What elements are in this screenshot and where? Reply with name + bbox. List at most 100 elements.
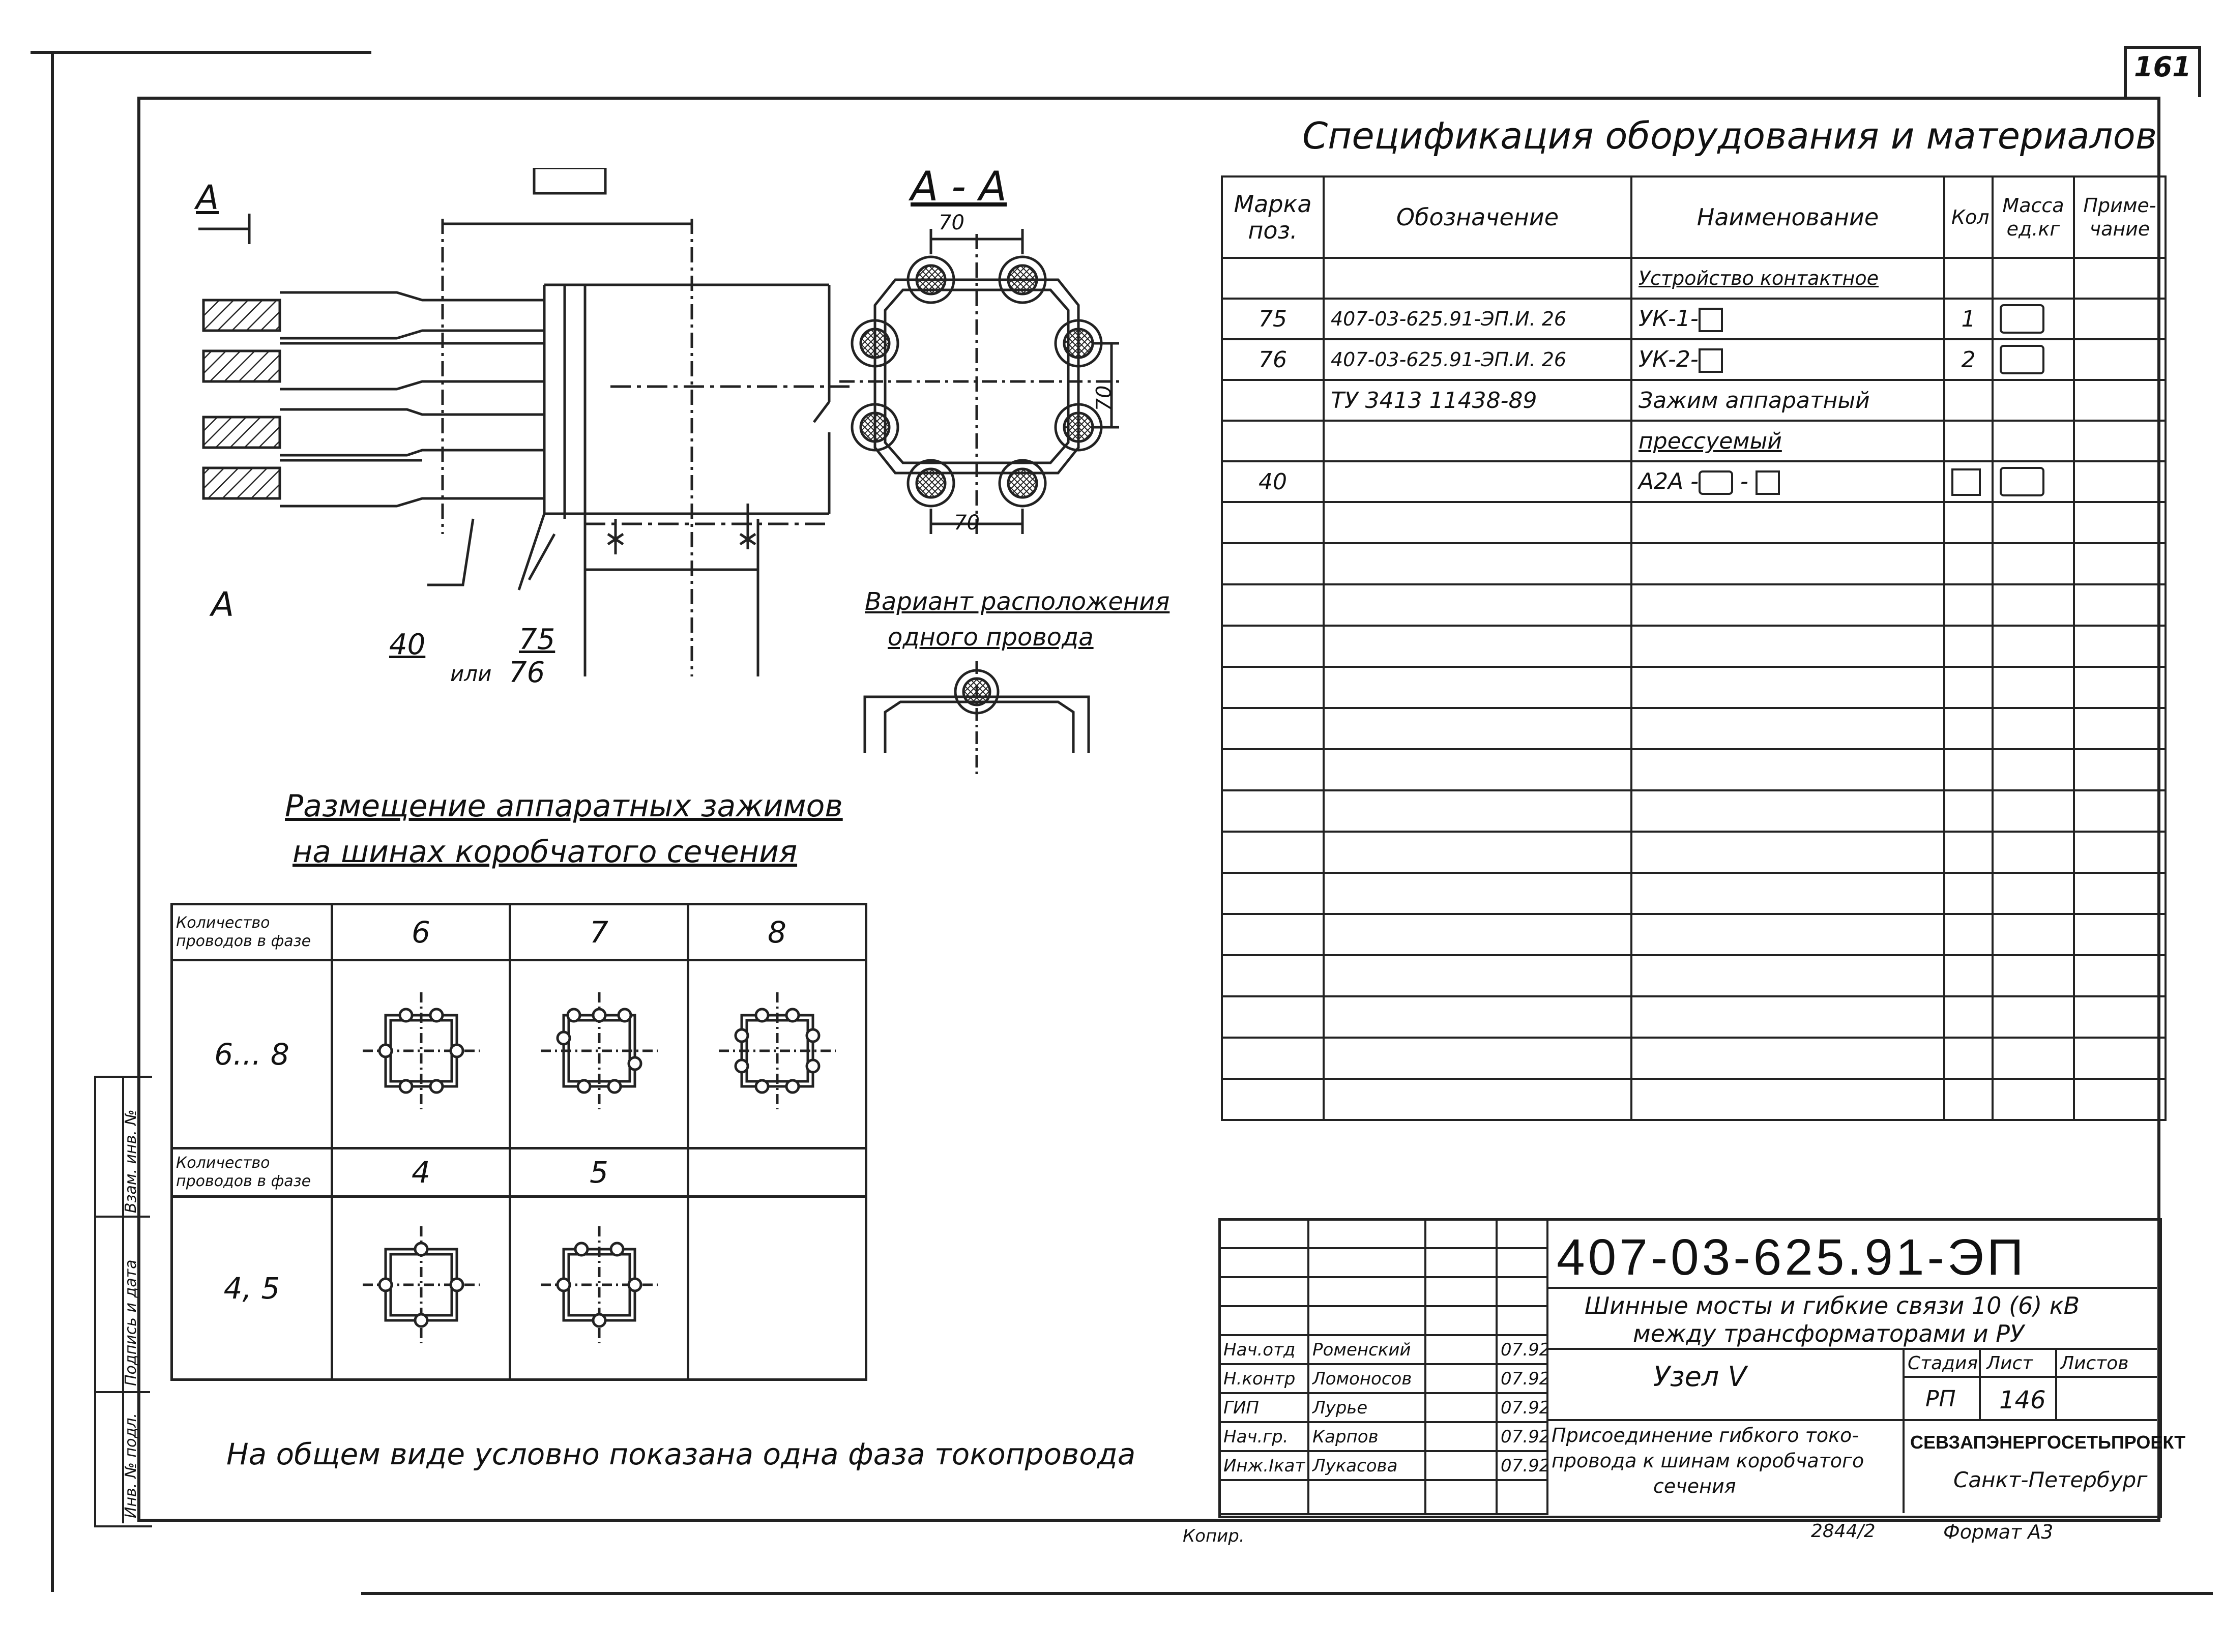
mass-placeholder-box: [2000, 467, 2044, 496]
wire-count-header: Количество проводов в фазе: [170, 903, 333, 961]
person-signature: [1424, 1334, 1498, 1365]
spec-header-row: Марка поз. Обозначение Наименование Кол …: [1221, 175, 2167, 259]
tb-line-v1: [1903, 1348, 1905, 1513]
organization: СЕВЗАПЭНЕРГОСЕТЬПРОЕКТ: [1910, 1432, 2186, 1453]
side-stamp-2: Подпись и дата: [122, 1259, 140, 1386]
spec-note: [2073, 379, 2167, 422]
person-name: Лурье: [1307, 1392, 1426, 1423]
layout-5-icon: [540, 1226, 658, 1343]
spec-header-name: Наименование: [1630, 175, 1945, 259]
spec-pos: [1221, 257, 1325, 300]
drawing-code: 407-03-625.91-ЭП: [1557, 1229, 2027, 1286]
spec-qty: [1943, 420, 1994, 462]
section-view-label: А - А: [911, 163, 1007, 210]
layout-empty-cell: [687, 1195, 867, 1381]
person-date: 07.92: [1496, 1421, 1548, 1452]
layout-8-icon: [718, 992, 836, 1109]
spec-header-pos: Марка поз.: [1221, 175, 1325, 259]
spec-row: ТУ 3413 11438-89 Зажим аппаратный: [1221, 379, 2167, 422]
city: Санкт-Петербург: [1953, 1467, 2148, 1492]
person-role: Инж.Iкат: [1218, 1450, 1309, 1481]
sheet-label: Лист: [1986, 1353, 2033, 1374]
spec-table: Марка поз. Обозначение Наименование Кол …: [1221, 175, 2167, 1121]
mass-placeholder-box: [2000, 304, 2044, 334]
col-7: 7: [509, 903, 689, 961]
person-name: Карпов: [1307, 1421, 1426, 1452]
person-signature: [1424, 1421, 1498, 1452]
spec-empty-row: [1221, 707, 2167, 750]
placeholder-box: [1698, 308, 1723, 332]
spec-row: 40 А2А - -: [1221, 460, 2167, 503]
tb-line-h3: [1546, 1419, 2157, 1421]
col-empty: [687, 1147, 867, 1198]
spec-title: Спецификация оборудования и материалов: [1302, 114, 2157, 157]
spec-empty-row: [1221, 789, 2167, 833]
sheet-desc-1: Присоединение гибкого токо-: [1552, 1424, 1859, 1447]
section-mark-top: А: [196, 178, 219, 217]
spec-pos: [1221, 379, 1325, 422]
sheet-number: 161: [2134, 51, 2191, 83]
side-stamp-1: Взам. инв. №: [122, 1109, 140, 1213]
spec-row: 76 407-03-625.91-ЭП.И. 26 УК-2- 2: [1221, 338, 2167, 381]
dim-side: 70: [1092, 385, 1116, 411]
spec-pos: 76: [1221, 338, 1325, 381]
qty-placeholder-box: [1951, 468, 1981, 496]
tb-line-v3: [2055, 1348, 2057, 1419]
spec-empty-row: [1221, 872, 2167, 915]
person-date: 07.92: [1496, 1392, 1548, 1423]
conductor-4: [202, 459, 544, 508]
wire-circles: [851, 255, 1103, 508]
tb-line-v2: [1979, 1348, 1981, 1419]
pos-75-label: 75: [519, 623, 555, 656]
col-6: 6: [331, 903, 511, 961]
side-stamp: [94, 1076, 154, 1527]
spec-empty-row: [1221, 913, 2167, 956]
outer-frame-bottom: [361, 1592, 2213, 1595]
placeholder-box: [1699, 470, 1734, 495]
layout-5-cell: [509, 1195, 689, 1381]
spec-qty: [1943, 379, 1994, 422]
spec-name: УК-2-: [1639, 346, 1699, 372]
spec-mass: [1992, 420, 2075, 462]
spec-pos: [1221, 420, 1325, 462]
tb-line-h1: [1546, 1287, 2157, 1289]
sheet-format: Формат А3: [1943, 1521, 2054, 1543]
spec-qty-cell: [1943, 460, 1994, 503]
pos-76-label: 76: [509, 656, 545, 689]
spec-row: Устройство контактное: [1221, 257, 2167, 300]
spec-note: [2073, 298, 2167, 340]
spec-mass: [1992, 257, 2075, 300]
variant-title-1: Вариант расположения: [865, 587, 1170, 616]
spec-name: Устройство контактное: [1630, 257, 1945, 300]
row-6-8: 6... 8: [170, 959, 333, 1149]
sheet-value: 146: [1999, 1386, 2046, 1414]
person-name: Лукасова: [1307, 1450, 1426, 1481]
spec-row: прессуемый: [1221, 420, 2167, 462]
spec-header-qty: Кол: [1943, 175, 1994, 259]
mass-placeholder-box: [2000, 345, 2044, 374]
outer-frame-top: [31, 51, 371, 54]
person-role: Н.контр: [1218, 1363, 1309, 1394]
sheet-desc-3: сечения: [1653, 1475, 1736, 1497]
section-mark-bottom: А: [211, 585, 235, 624]
conductor-1: [202, 291, 544, 340]
spec-designation: [1323, 257, 1632, 300]
spec-empty-row: [1221, 583, 2167, 627]
person-signature: [1424, 1392, 1498, 1423]
spec-note: [2073, 338, 2167, 381]
spec-empty-row: [1221, 625, 2167, 668]
spec-row: 75 407-03-625.91-ЭП.И. 26 УК-1- 1: [1221, 298, 2167, 340]
spec-header-designation: Обозначение: [1323, 175, 1632, 259]
sheets-label: Листов: [2060, 1353, 2129, 1374]
col-4: 4: [331, 1147, 511, 1198]
spec-mass-cell: [1992, 338, 2075, 381]
spec-pos: 75: [1221, 298, 1325, 340]
spec-name-cell: УК-1-: [1630, 298, 1945, 340]
project-title-2: между трансформаторами и РУ: [1633, 1320, 2025, 1347]
placeholder-box: [1698, 348, 1723, 373]
layout-7-cell: [509, 959, 689, 1149]
person-name: Роменский: [1307, 1334, 1426, 1365]
